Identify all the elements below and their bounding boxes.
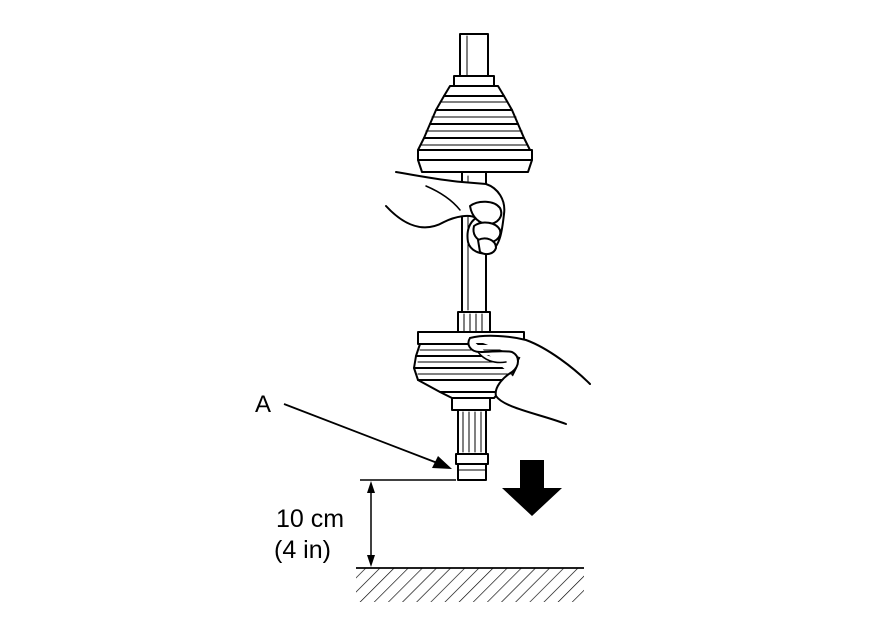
- dimension-imperial-label: (4 in): [274, 536, 331, 564]
- dimension-10cm: [360, 479, 456, 567]
- dimension-metric-label: 10 cm: [276, 505, 345, 533]
- outer-spline-stub: [451, 397, 491, 481]
- lower-hand: [467, 334, 591, 425]
- shaft-spline-collar: [457, 311, 491, 335]
- ground-surface: [356, 567, 584, 602]
- upper-hand: [385, 171, 506, 256]
- upper-cv-boot: [417, 85, 533, 173]
- shaft-top-end: [453, 33, 495, 87]
- callout-a-leader: [283, 403, 452, 469]
- arrow-down-icon: [502, 460, 562, 516]
- callout-a-label: A: [255, 391, 272, 418]
